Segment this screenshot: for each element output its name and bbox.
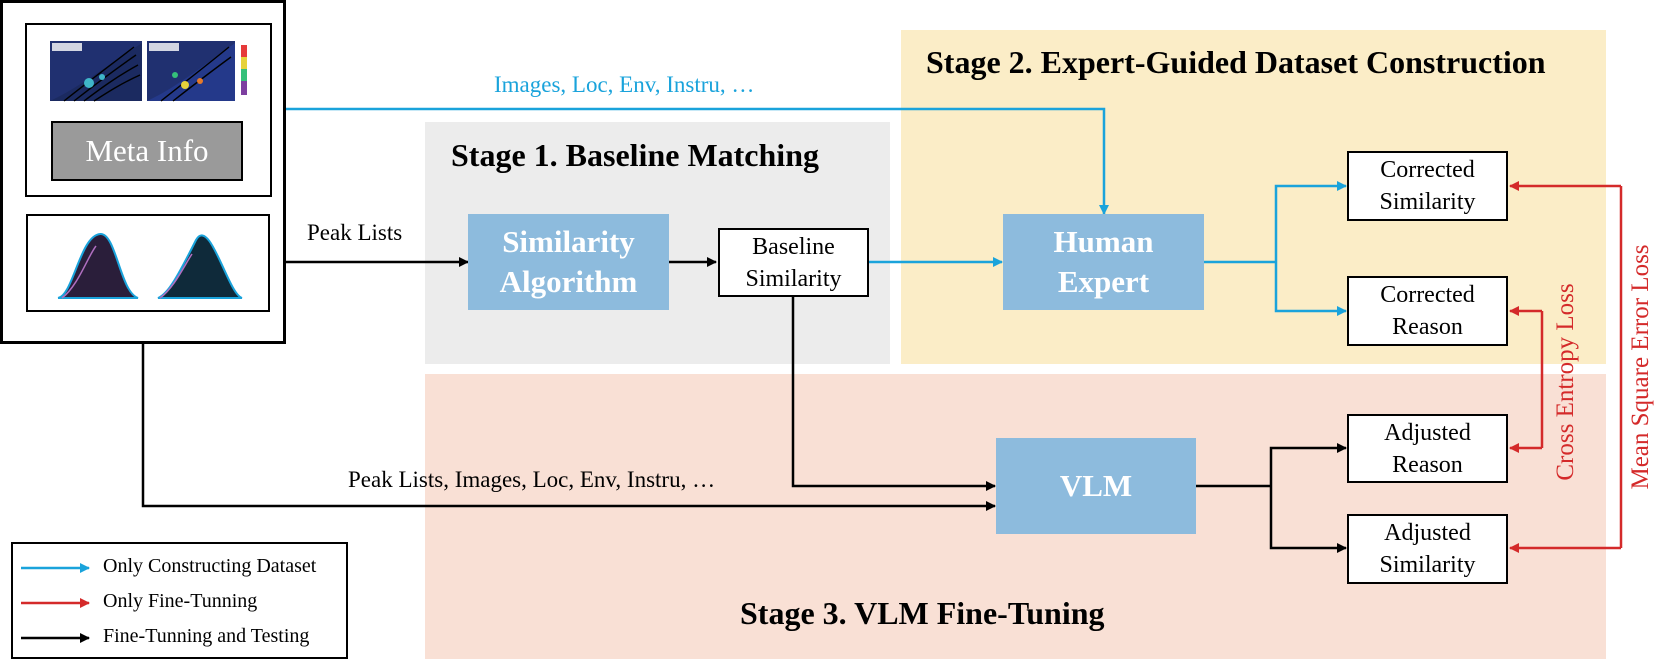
peak-curves-graphic (57, 233, 243, 299)
spectrum-image-thumbnail (44, 35, 147, 107)
human-expert-node: Human Expert (1003, 214, 1204, 310)
edge-baseline-to-vlm (791, 297, 996, 491)
adjusted-similarity-node: Adjusted Similarity (1347, 514, 1508, 584)
legend: Only Constructing Dataset Only Fine-Tunn… (11, 542, 348, 659)
edge-expert-to-corrected-sim (1274, 181, 1347, 262)
spectrum-image-thumbnail (145, 35, 255, 107)
corrected-similarity-node: Corrected Similarity (1347, 151, 1508, 221)
label-peak-lists: Peak Lists (307, 220, 403, 245)
stage3-title: Stage 3. VLM Fine-Tuning (740, 595, 1105, 631)
stage1-title: Stage 1. Baseline Matching (451, 137, 819, 173)
adjusted-reason-node: Adjusted Reason (1347, 414, 1508, 483)
label-cross-entropy-loss: Cross Entropy Loss (1552, 283, 1579, 481)
legend-item-label: Fine-Tunning and Testing (103, 625, 310, 647)
label-top-inputs: Images, Loc, Env, Instru, … (494, 72, 755, 97)
legend-item-label: Only Constructing Dataset (103, 555, 317, 577)
edge-vlm-to-adjusted-reason (1269, 443, 1347, 486)
edge-images-to-expert (272, 107, 1109, 215)
label-mse-loss: Mean Square Error Loss (1627, 244, 1654, 490)
meta-info-label: Meta Info (85, 133, 209, 168)
similarity-algorithm-node: Similarity Algorithm (468, 214, 669, 310)
corrected-reason-node: Corrected Reason (1347, 276, 1508, 346)
edge-expert-to-corrected-reason (1274, 262, 1347, 316)
label-bottom-inputs: Peak Lists, Images, Loc, Env, Instru, … (348, 467, 716, 492)
edge-inputs-to-vlm (141, 344, 996, 511)
edge-vlm-to-adjusted-sim (1269, 486, 1347, 553)
vlm-node: VLM (996, 438, 1196, 534)
legend-item-label: Only Fine-Tunning (103, 590, 258, 612)
stage2-title: Stage 2. Expert-Guided Dataset Construct… (926, 44, 1546, 80)
peak-lists-box (26, 214, 270, 312)
meta-info-box: Meta Info (51, 121, 243, 181)
baseline-similarity-node: Baseline Similarity (718, 228, 869, 297)
